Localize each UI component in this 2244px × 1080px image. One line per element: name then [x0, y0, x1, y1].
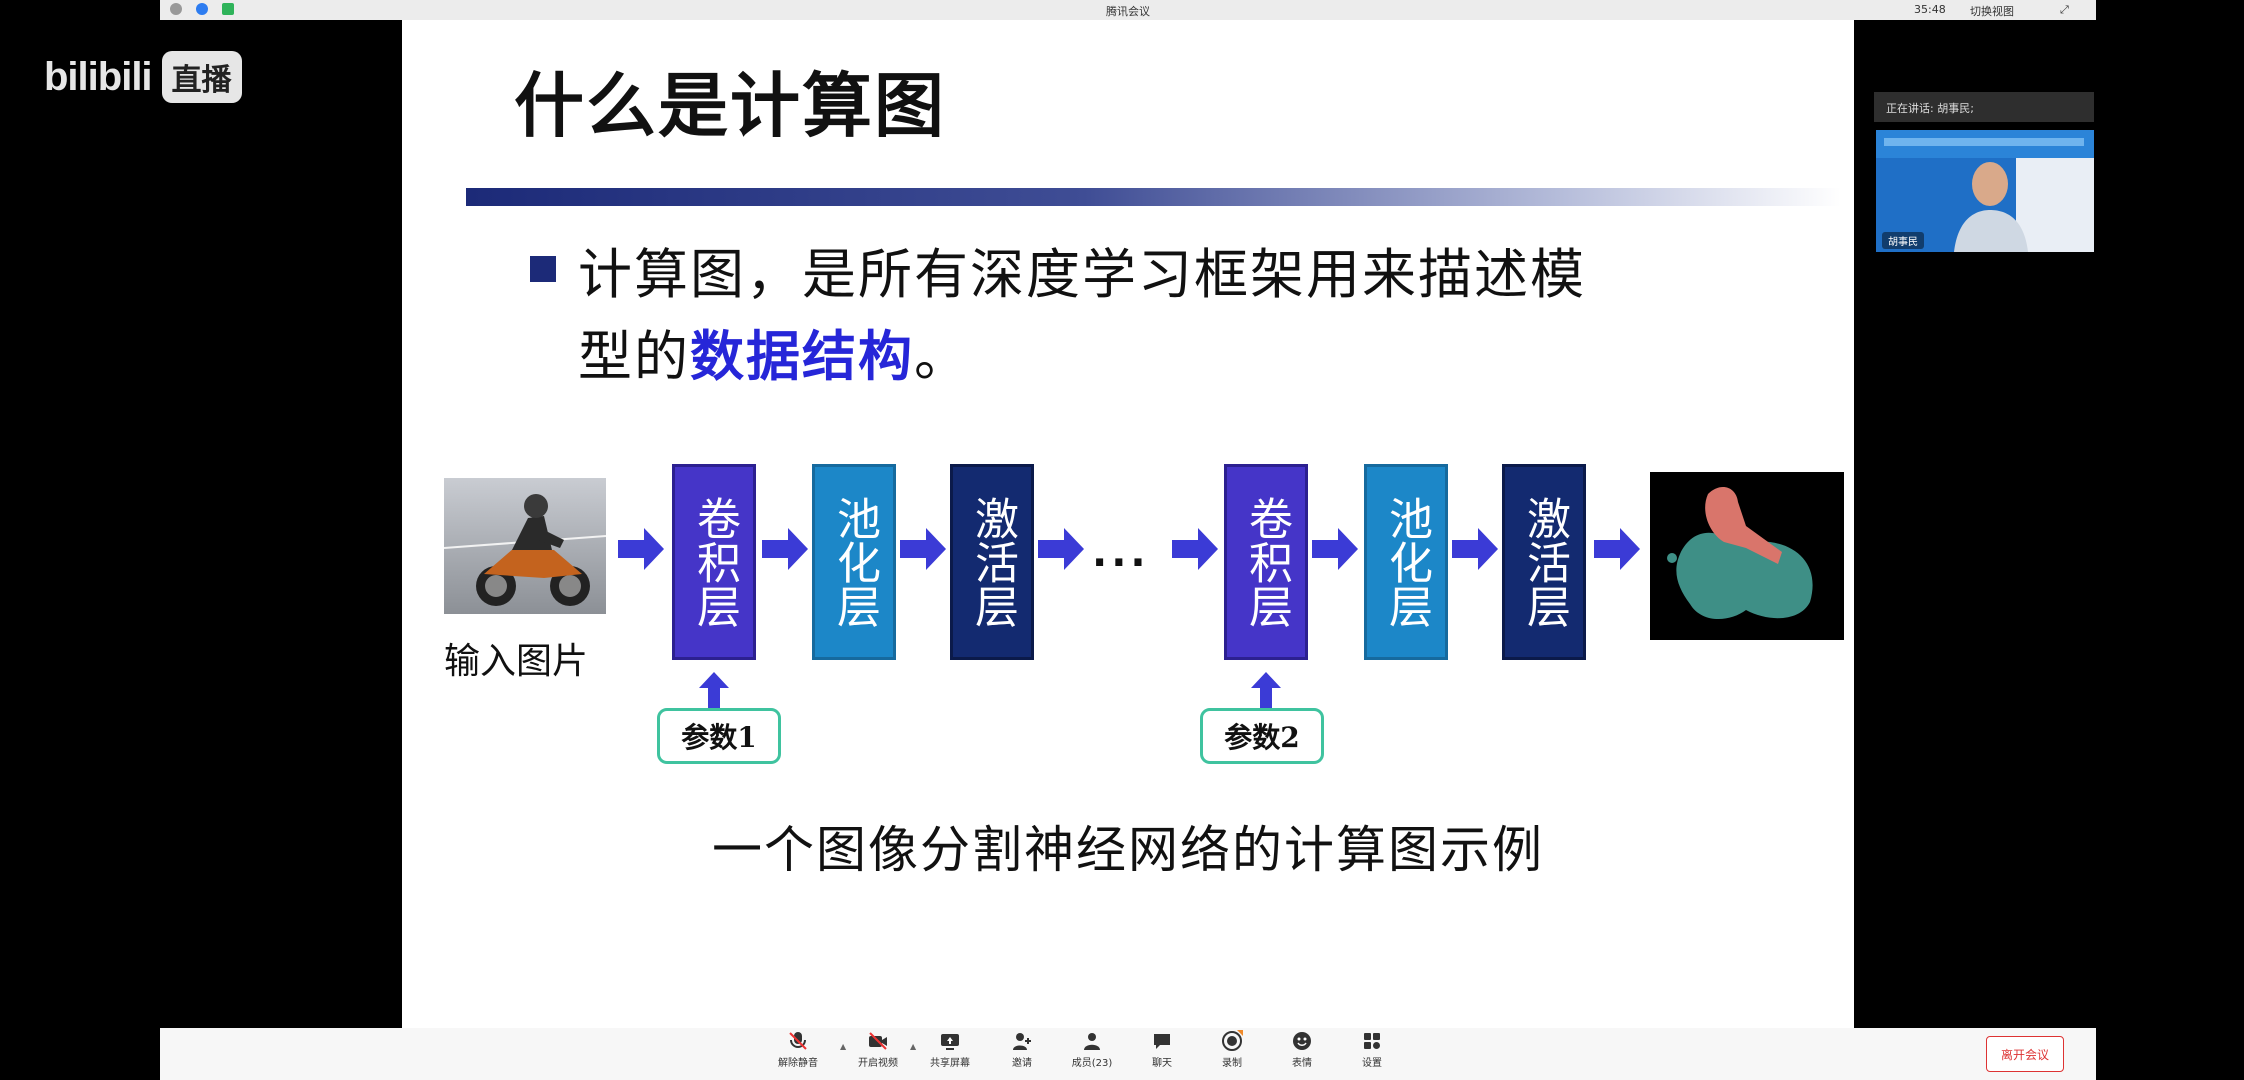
security-shield-icon[interactable] [196, 3, 208, 15]
share-screen-button[interactable]: 共享屏幕 [918, 1030, 982, 1069]
title-underline-bar [466, 188, 1841, 206]
input-motorcycle-photo [444, 478, 606, 614]
flow-arrow-icon [1312, 528, 1358, 570]
speaker-video-tile[interactable] [1876, 130, 2094, 252]
output-segmentation-mask [1650, 472, 1844, 640]
flow-arrow-icon [1172, 528, 1218, 570]
pool-layer-1: 池化层 [812, 464, 896, 660]
bullet-emphasis: 数据结构 [690, 325, 914, 388]
toggle-view-button[interactable]: 切换视图 [1970, 5, 2014, 18]
pool-layer-2: 池化层 [1364, 464, 1448, 660]
start-video-button[interactable]: 开启视频 [846, 1030, 910, 1069]
share-screen-label: 共享屏幕 [930, 1058, 970, 1069]
meeting-timer: 35:48 [1914, 3, 1946, 16]
param-2-box: 参数2 [1200, 708, 1324, 764]
activation-layer-2: 激活层 [1502, 464, 1586, 660]
param-up-arrow-icon [1251, 672, 1281, 708]
fullscreen-icon[interactable]: ⤢ [2060, 3, 2069, 16]
settings-label: 设置 [1362, 1058, 1382, 1069]
settings-button[interactable]: 设置 [1340, 1030, 1404, 1069]
invite-icon [1013, 1033, 1031, 1050]
param-1-box: 参数1 [657, 708, 781, 764]
members-icon [1084, 1033, 1100, 1050]
leave-meeting-button[interactable]: 离开会议 [1986, 1036, 2064, 1072]
share-screen-icon [941, 1034, 959, 1050]
info-icon[interactable] [170, 3, 182, 15]
video-options-caret-icon[interactable]: ▲ [910, 1042, 917, 1051]
watermark-live-badge: 直播 [161, 51, 242, 103]
shared-slide: 什么是计算图 计算图，是所有深度学习框架用来描述模 型的数据结构。 输入图片 卷… [402, 20, 1854, 1028]
activation-layer-1: 激活层 [950, 464, 1034, 660]
emoji-button[interactable]: 表情 [1270, 1030, 1334, 1069]
speaking-indicator: 正在讲话: 胡事民; [1886, 102, 1974, 115]
record-icon [1222, 1030, 1243, 1051]
layer-label: 激活层 [967, 496, 1018, 628]
record-button[interactable]: 录制 [1200, 1030, 1264, 1069]
emoji-icon [1293, 1032, 1311, 1050]
meeting-toolbar: 解除静音 ▲ 开启视频 ▲ 共享屏幕 邀请 成员(23) 聊天 录制 表情 设置… [160, 1028, 2096, 1080]
bullet-suffix: 。 [914, 325, 970, 388]
bilibili-live-watermark: bilibili 直播 [44, 48, 242, 106]
param-up-arrow-icon [699, 672, 729, 708]
invite-label: 邀请 [1012, 1058, 1032, 1069]
chat-label: 聊天 [1152, 1058, 1172, 1069]
layer-label: 池化层 [829, 496, 880, 628]
layer-label: 卷积层 [689, 496, 740, 628]
chat-icon [1154, 1034, 1170, 1049]
layer-label: 池化层 [1381, 496, 1432, 628]
mic-muted-icon [789, 1032, 807, 1050]
slide-title: 什么是计算图 [514, 65, 946, 147]
signal-icon [222, 3, 234, 15]
mic-options-caret-icon[interactable]: ▲ [840, 1042, 847, 1051]
unmute-button[interactable]: 解除静音 [766, 1030, 830, 1069]
ellipsis: ··· [1092, 540, 1150, 586]
camera-off-icon [869, 1032, 887, 1050]
invite-button[interactable]: 邀请 [990, 1030, 1054, 1069]
layer-label: 卷积层 [1241, 496, 1292, 628]
members-label: 成员(23) [1071, 1058, 1113, 1069]
watermark-brand: bilibili [44, 54, 153, 99]
record-label: 录制 [1222, 1058, 1242, 1069]
meeting-title-bar: 腾讯会议 35:48 切换视图 ⤢ [160, 0, 2096, 20]
speaker-name-tag: 胡事民 [1882, 232, 1924, 249]
conv-layer-1: 卷积层 [672, 464, 756, 660]
layer-label: 激活层 [1519, 496, 1570, 628]
diagram-caption: 一个图像分割神经网络的计算图示例 [712, 821, 1544, 879]
titlebar-status-icons [170, 3, 234, 15]
bullet-square-icon [530, 256, 556, 282]
members-button[interactable]: 成员(23) [1060, 1030, 1124, 1069]
bullet-prefix: 型的 [578, 325, 690, 388]
unmute-label: 解除静音 [778, 1058, 818, 1069]
input-image-label: 输入图片 [444, 641, 589, 682]
start-video-label: 开启视频 [858, 1058, 898, 1069]
meeting-app-title: 腾讯会议 [1106, 5, 1150, 18]
conv-layer-2: 卷积层 [1224, 464, 1308, 660]
flow-arrow-icon [1594, 528, 1640, 570]
flow-arrow-icon [900, 528, 946, 570]
chat-button[interactable]: 聊天 [1130, 1030, 1194, 1069]
flow-arrow-icon [762, 528, 808, 570]
flow-arrow-icon [618, 528, 664, 570]
bullet-text-line-1: 计算图，是所有深度学习框架用来描述模 [578, 243, 1586, 306]
settings-icon [1364, 1033, 1380, 1049]
flow-arrow-icon [1038, 528, 1084, 570]
bullet-text-line-2: 型的数据结构。 [578, 312, 970, 391]
flow-arrow-icon [1452, 528, 1498, 570]
speaker-panel-header: 正在讲话: 胡事民; [1874, 92, 2094, 122]
emoji-label: 表情 [1292, 1058, 1312, 1069]
